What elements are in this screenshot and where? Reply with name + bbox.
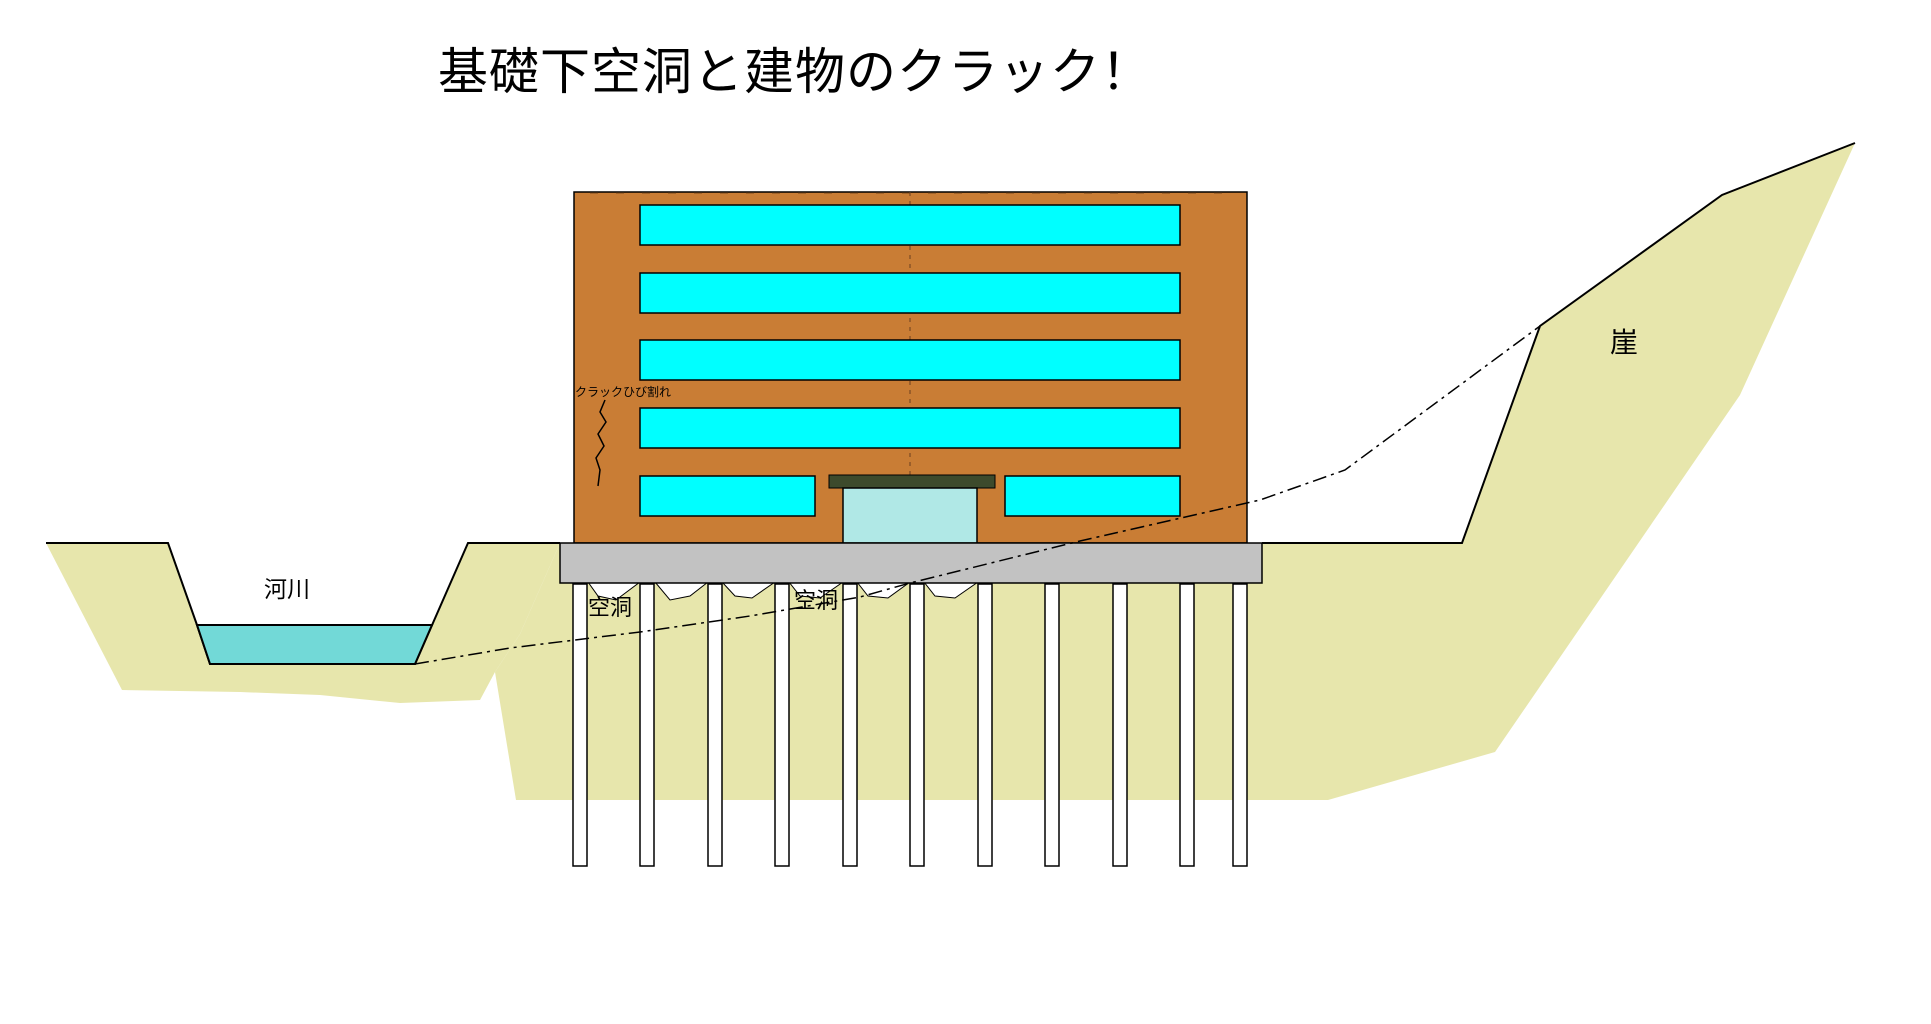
pile [1112,583,1128,867]
windows [639,204,1181,517]
void-label-left: 空洞 [588,596,632,621]
crack-line [595,399,607,487]
window-band-floor-1-left [639,475,816,517]
foundation-slab [559,542,1263,584]
cliff-label: 崖 [1610,326,1638,359]
window-band-floor-2 [639,407,1181,449]
pile [977,583,993,867]
window-band-floor-4 [639,272,1181,314]
entrance-door [842,487,978,544]
diagram-title: 基礎下空洞と建物のクラック！ [438,43,1152,101]
crack-label: クラックひび割れ [575,384,671,399]
pile [707,583,723,867]
pile [909,583,925,867]
river-water [195,624,434,665]
entrance-canopy [828,474,996,489]
pile [1232,583,1248,867]
window-band-floor-5 [639,204,1181,246]
pile [1044,583,1060,867]
void-label-center: 空洞 [794,589,838,614]
window-band-floor-3 [639,339,1181,381]
ground-river-bank [46,543,560,703]
ground-main [495,143,1855,800]
pile [842,583,858,867]
river-label: 河川 [264,577,310,603]
pile [639,583,655,867]
pile [774,583,790,867]
pile [1179,583,1195,867]
pile [572,583,588,867]
window-band-floor-1-right [1004,475,1181,517]
piles [572,583,1248,867]
